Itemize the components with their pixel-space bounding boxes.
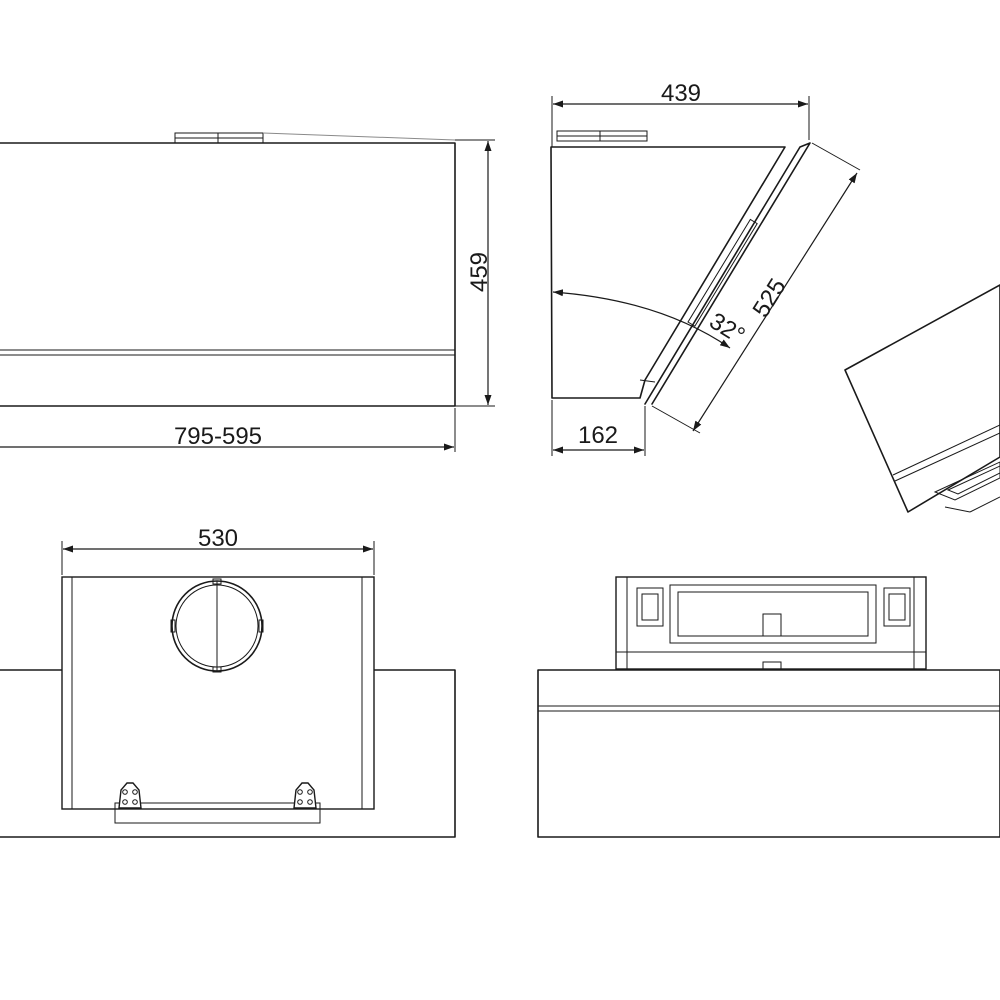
rear-view: 530 [0,525,456,838]
angle-label: 32° [704,308,749,350]
side-view-outlet-collar [556,130,648,142]
perspective-view [844,284,1000,513]
width-dimension-label: 795-595 [174,423,262,450]
bracket-width-dimension: 530 [61,525,375,575]
side-view-hood-body [550,146,786,399]
top-view-clip-left [636,587,664,627]
width-dimension: 795-595 [0,408,456,452]
rear-view-wall-bracket [61,576,375,810]
depth-dimension: 439 [551,80,810,140]
canopy-length-label: 525 [748,274,792,322]
rear-view-outlet-circle [170,578,264,673]
front-view-hidden-edge [262,132,456,141]
base-depth-label: 162 [578,422,618,449]
rear-view-hinge-left [118,782,142,809]
rear-view-hinge-right [293,782,317,809]
top-view-clip-right [883,587,911,627]
front-view: 459 795-595 [0,132,495,452]
top-view-outlet-slot [669,584,877,671]
rear-view-bottom-rail [114,802,321,824]
depth-dimension-label: 439 [661,80,701,107]
side-view: 439 525 32° 162 [550,80,861,456]
bracket-width-label: 530 [198,525,238,552]
perspective-view-filter-tray [933,461,1000,513]
front-view-outlet-collar [174,132,264,144]
top-view [537,576,1000,838]
top-view-hood-body [537,669,1000,838]
front-view-hood-body [0,142,456,407]
angle-dimension: 32° [552,289,750,350]
height-dimension: 459 [455,139,495,407]
canopy-length-dimension: 525 [651,142,861,434]
perspective-view-hood [844,284,1000,513]
base-depth-dimension: 162 [551,400,646,456]
height-dimension-label: 459 [466,252,493,292]
side-view-glass-panel [644,142,811,405]
